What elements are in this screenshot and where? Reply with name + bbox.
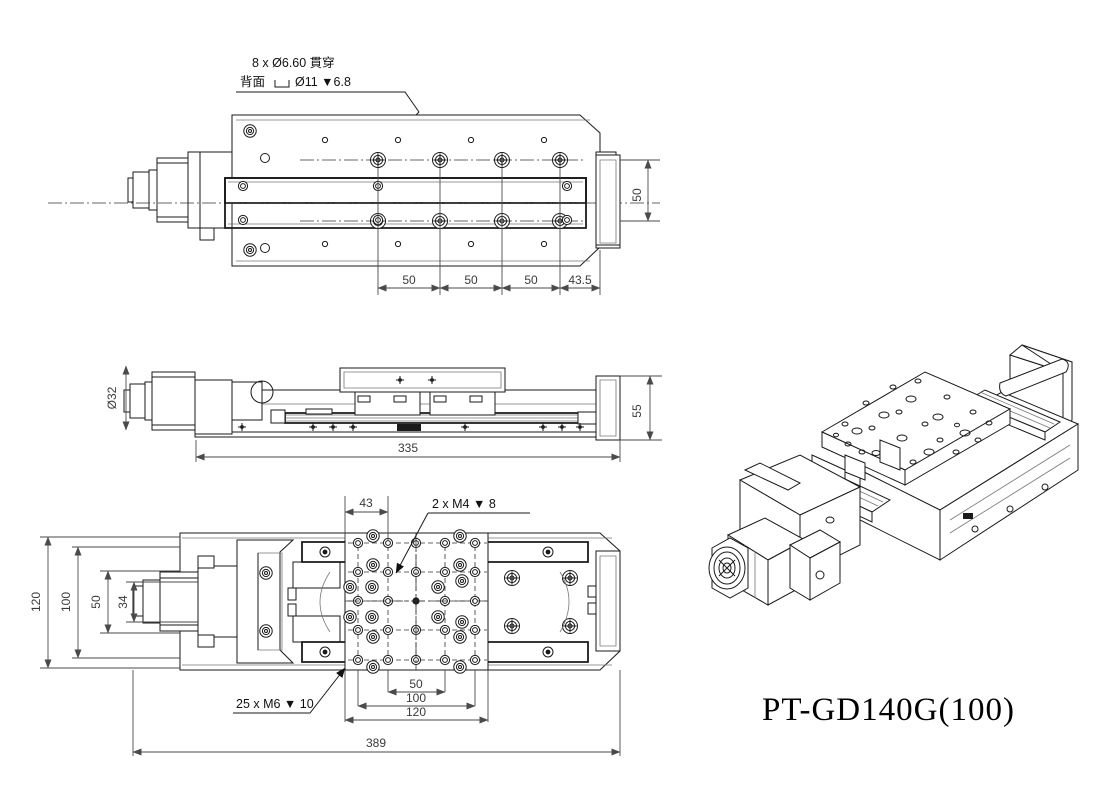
isometric-view-group [708, 344, 1080, 606]
top-view-group: 8 x Ø6.60 貫穿 背面 Ø11 ▼6.8 [48, 55, 660, 295]
dim-50-a: 50 [402, 273, 416, 287]
callout-line2-prefix: 背面 [240, 75, 265, 89]
top-view-body [48, 114, 660, 295]
side-height-dim: 55 [620, 375, 662, 441]
dim-43-5: 43.5 [568, 273, 592, 287]
dim-nested-100: 100 [406, 691, 426, 705]
dim-diameter-32: Ø32 [105, 386, 119, 409]
small-holes [321, 136, 548, 248]
bottom-callout-m4: 2 x M4 ▼ 8 [395, 497, 530, 574]
side-mount-marks [237, 422, 585, 432]
top-extension-lines [377, 168, 601, 295]
side-label-block [397, 424, 421, 431]
top-view-dimension-chain: 50 50 50 43.5 [377, 273, 601, 292]
product-title: PT-GD140G(100) [762, 692, 1015, 728]
bottom-overall-dim: 389 [132, 670, 621, 756]
callout-line2-suffix: Ø11 ▼6.8 [295, 75, 351, 89]
counterbore-symbol [274, 80, 290, 88]
side-motor-cap [129, 383, 146, 419]
top-view-vertical-dim: 50 [620, 159, 660, 222]
side-view-group: Ø32 55 335 [105, 365, 662, 462]
side-length-dim: 335 [195, 440, 621, 462]
bottom-vertical-dims: 120 100 50 34 [29, 536, 198, 669]
dim-43: 43 [359, 496, 373, 510]
coupling-housing [231, 381, 263, 421]
dim-nested-120: 120 [406, 705, 426, 719]
dim-50-c: 50 [524, 273, 538, 287]
corner-bolts [243, 124, 270, 257]
coupling-circle [250, 380, 274, 404]
carriage-block-right [429, 391, 496, 416]
callout-line1: 8 x Ø6.60 貫穿 [252, 55, 335, 70]
callout-2xM4: 2 x M4 ▼ 8 [432, 497, 496, 511]
carriage-block-left [354, 391, 421, 416]
dim-50-vertical: 50 [89, 595, 103, 609]
dim-50-b: 50 [464, 273, 478, 287]
dim-34: 34 [116, 595, 130, 609]
bottom-callout-m6: 25 x M6 ▼ 10 [233, 667, 346, 714]
dim-vertical-50: 50 [630, 188, 644, 202]
rail-lower [224, 177, 587, 229]
dim-100: 100 [59, 592, 73, 612]
side-motor-diameter-dim: Ø32 [105, 365, 130, 431]
dim-389: 389 [366, 736, 386, 750]
bottom-dim-43: 43 [344, 496, 389, 540]
motor-body [156, 157, 189, 223]
dim-nested-50: 50 [409, 677, 423, 691]
main-bolt-row [300, 152, 585, 229]
leader-line [236, 91, 420, 113]
dim-120: 120 [29, 592, 43, 612]
dim-55: 55 [630, 404, 644, 418]
callout-25xM6: 25 x M6 ▼ 10 [236, 697, 314, 711]
bearing-block-bottom [292, 615, 341, 643]
dim-335: 335 [398, 441, 418, 455]
bearing-block-top [292, 561, 341, 589]
carriage-plate [339, 367, 506, 393]
bottom-nested-dims: 50 100 120 [344, 670, 489, 724]
side-motor-block [151, 371, 196, 431]
iso-shaft [999, 358, 1069, 397]
right-endplate [595, 154, 621, 249]
bottom-view-group: 2 x M4 ▼ 8 25 x M6 ▼ 10 43 120 100 50 34 [29, 496, 621, 756]
top-view-callout: 8 x Ø6.60 貫穿 背面 Ø11 ▼6.8 [236, 55, 420, 154]
